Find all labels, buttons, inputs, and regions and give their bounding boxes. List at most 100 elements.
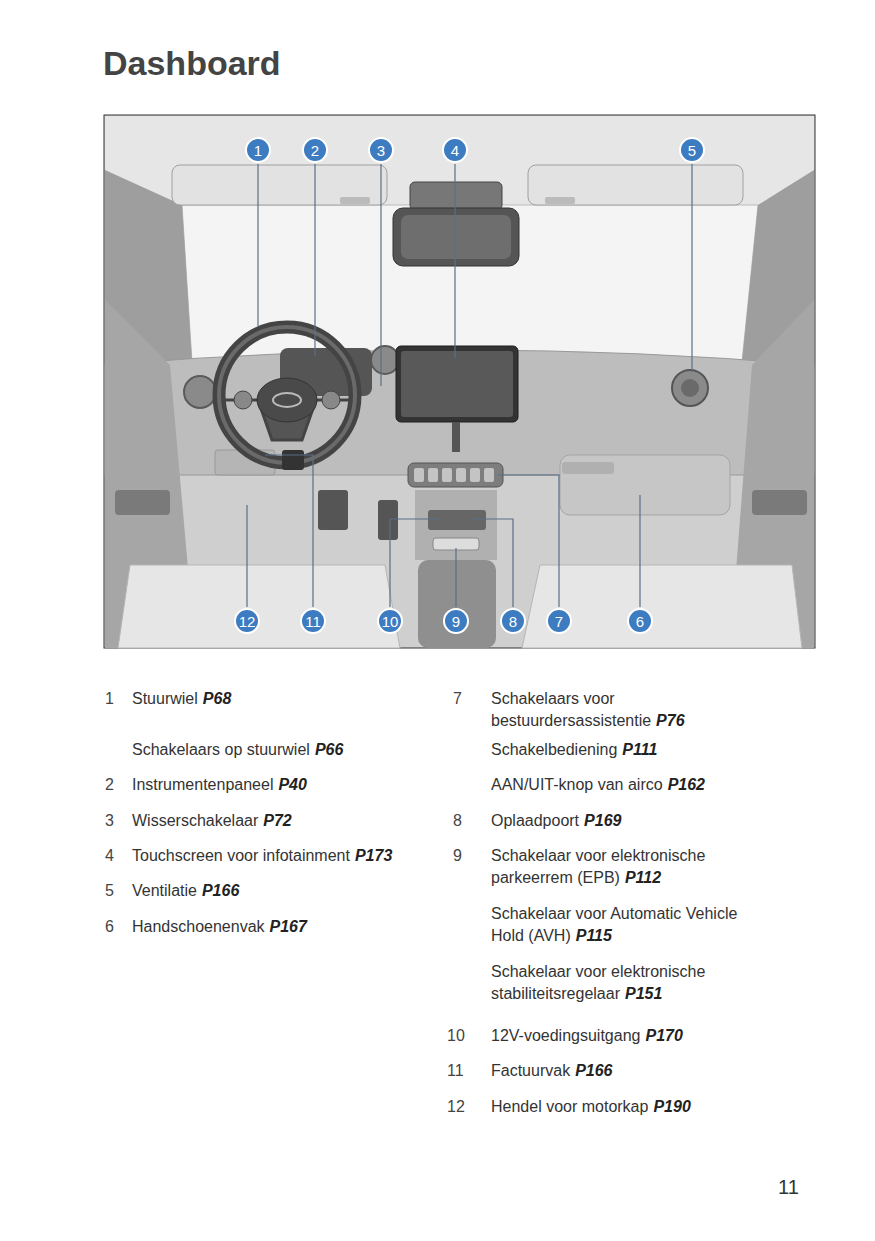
page-reference: P40 — [278, 776, 306, 793]
callout-circle: 7 — [546, 608, 572, 634]
callout-number: 4 — [451, 143, 459, 158]
item-text: Schakelbediening — [491, 741, 617, 758]
list-row: Handschoenenvak P167 — [132, 916, 442, 938]
list-row: 4 — [105, 845, 129, 867]
item-text: Handschoenenvak — [132, 918, 265, 935]
list-row: Schakelaar voor Automatic Vehicle Hold (… — [491, 903, 766, 947]
item-text: Ventilatie — [132, 882, 197, 899]
list-row: 10 — [447, 1025, 483, 1047]
item-number: 11 — [447, 1062, 464, 1079]
list-row: Stuurwiel P68 — [132, 688, 442, 710]
list-row: 11 — [447, 1060, 483, 1082]
page-reference: P166 — [575, 1062, 612, 1079]
item-text: Schakelaar voor Automatic Vehicle Hold (… — [491, 905, 737, 944]
item-text: 12V-voedingsuitgang — [491, 1027, 640, 1044]
callout-circle: 1 — [245, 137, 271, 163]
item-number: 6 — [105, 918, 114, 935]
item-text: Schakelaar voor elektronische parkeerrem… — [491, 847, 705, 886]
page-number: 11 — [778, 1176, 799, 1198]
list-row: 12V-voedingsuitgang P170 — [491, 1025, 766, 1047]
page-reference: P66 — [315, 741, 343, 758]
list-row: 2 — [105, 774, 129, 796]
page-reference: P111 — [622, 741, 657, 758]
callout-circle: 6 — [627, 608, 653, 634]
item-text: Schakelaars op stuurwiel — [132, 741, 310, 758]
page-reference: P190 — [653, 1098, 690, 1115]
item-text: Instrumentenpaneel — [132, 776, 273, 793]
callout-number: 10 — [382, 614, 399, 629]
list-row: 1 — [105, 688, 129, 710]
item-number: 9 — [453, 847, 462, 864]
page-title: Dashboard — [103, 44, 281, 83]
page-reference: P115 — [576, 927, 612, 944]
callout-number: 7 — [555, 614, 563, 629]
list-row: 7 — [453, 688, 483, 710]
callout-number: 1 — [254, 143, 262, 158]
list-row: Schakelaars op stuurwiel P66 — [132, 739, 442, 761]
page-reference: P151 — [625, 985, 662, 1002]
item-text: Stuurwiel — [132, 690, 198, 707]
page-reference: P162 — [668, 776, 705, 793]
page-reference: P173 — [355, 847, 392, 864]
item-number: 7 — [453, 690, 462, 707]
callout-number: 3 — [377, 143, 385, 158]
list-row: 3 — [105, 810, 129, 832]
list-row: Schakelaar voor elektronische stabilitei… — [491, 961, 766, 1005]
callout-circle: 2 — [302, 137, 328, 163]
callout-number: 2 — [311, 143, 319, 158]
item-number: 4 — [105, 847, 114, 864]
item-text: Schakelaar voor elektronische stabilitei… — [491, 963, 705, 1002]
list-row: Wisserschakelaar P72 — [132, 810, 442, 832]
item-text: Oplaadpoort — [491, 812, 579, 829]
item-number: 2 — [105, 776, 114, 793]
list-row: Schakelbediening P111 — [491, 739, 766, 761]
item-text: Factuurvak — [491, 1062, 570, 1079]
page-reference: P68 — [203, 690, 231, 707]
page-reference: P76 — [656, 712, 684, 729]
page-reference: P72 — [263, 812, 291, 829]
item-number: 3 — [105, 812, 114, 829]
list-row: Instrumentenpaneel P40 — [132, 774, 442, 796]
callout-circle: 12 — [234, 608, 260, 634]
callout-number: 6 — [636, 614, 644, 629]
page-reference: P170 — [645, 1027, 682, 1044]
item-text: Wisserschakelaar — [132, 812, 258, 829]
list-row: Factuurvak P166 — [491, 1060, 766, 1082]
callout-number: 5 — [688, 143, 696, 158]
callout-number: 8 — [509, 614, 517, 629]
item-text: AAN/UIT-knop van airco — [491, 776, 663, 793]
item-text: Hendel voor motorkap — [491, 1098, 648, 1115]
item-text: Schakelaars voor bestuurdersassistentie — [491, 690, 651, 729]
callout-circle: 4 — [442, 137, 468, 163]
item-number: 12 — [447, 1098, 465, 1115]
page-reference: P169 — [584, 812, 621, 829]
list-row: 9 — [453, 845, 483, 867]
item-number: 5 — [105, 882, 114, 899]
list-row: AAN/UIT-knop van airco P162 — [491, 774, 766, 796]
callout-circle: 9 — [443, 608, 469, 634]
page-reference: P166 — [202, 882, 239, 899]
item-text: Touchscreen voor infotainment — [132, 847, 350, 864]
list-row: 6 — [105, 916, 129, 938]
list-row: Schakelaar voor elektronische parkeerrem… — [491, 845, 766, 889]
callout-number: 12 — [239, 614, 256, 629]
callout-circle: 3 — [368, 137, 394, 163]
list-row: 8 — [453, 810, 483, 832]
item-number: 10 — [447, 1027, 465, 1044]
page-reference: P167 — [270, 918, 307, 935]
page-reference: P112 — [625, 869, 661, 886]
callout-number: 9 — [452, 614, 460, 629]
list-row: Schakelaars voor bestuurdersassistentieP… — [491, 688, 766, 732]
callout-circle: 8 — [500, 608, 526, 634]
list-row: Oplaadpoort P169 — [491, 810, 766, 832]
list-row: Hendel voor motorkap P190 — [491, 1096, 766, 1118]
callout-circle: 10 — [377, 608, 403, 634]
item-number: 1 — [105, 690, 114, 707]
list-row: Touchscreen voor infotainment P173 — [132, 845, 442, 867]
list-row: 5 — [105, 880, 129, 902]
list-row: 12 — [447, 1096, 483, 1118]
list-row: Ventilatie P166 — [132, 880, 442, 902]
list-row: 11 — [778, 1176, 838, 1200]
callout-number: 11 — [305, 614, 321, 629]
